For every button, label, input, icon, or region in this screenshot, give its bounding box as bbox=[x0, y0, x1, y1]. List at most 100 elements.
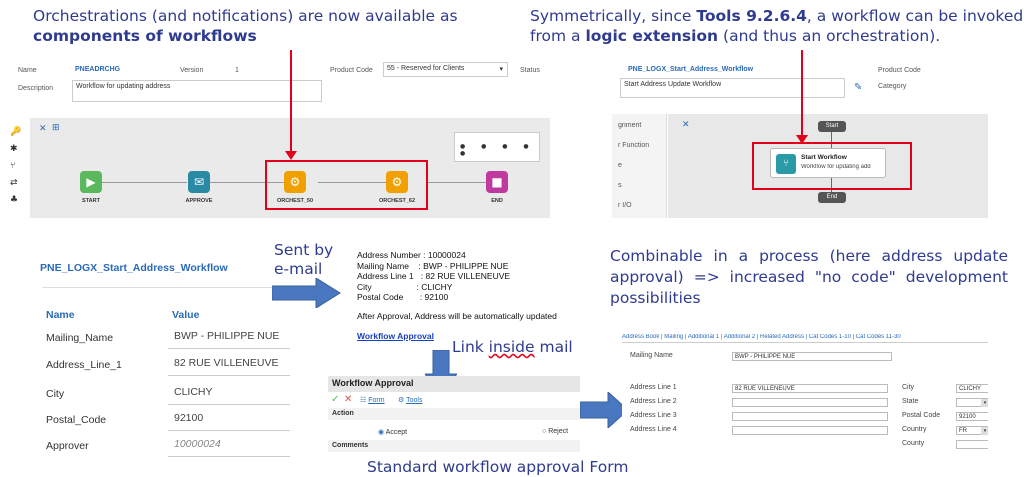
fit-icon[interactable]: ✕ bbox=[39, 124, 47, 134]
side-list-item[interactable]: gnment bbox=[618, 122, 642, 129]
side-list-item[interactable]: s bbox=[618, 182, 622, 189]
field-value: BWP - PHILIPPE NUE bbox=[735, 354, 796, 360]
end-pill[interactable]: End bbox=[818, 192, 846, 203]
text: , a workflow can be invoked bbox=[806, 7, 1024, 25]
description-label: Description bbox=[18, 85, 54, 92]
end-node[interactable]: ■ bbox=[486, 171, 508, 193]
connector bbox=[318, 182, 403, 183]
dropdown-icon[interactable]: ▾ bbox=[981, 427, 988, 435]
key-icon[interactable]: 🔑 bbox=[10, 127, 22, 137]
workflow-icon: ⑂ bbox=[776, 154, 796, 174]
text: mail bbox=[534, 338, 573, 356]
logic-canvas[interactable]: ✕ Start ⑂ Start Workflow Workflow for up… bbox=[668, 114, 988, 218]
close-icon[interactable]: ✕ bbox=[344, 394, 353, 405]
tools-menu-label: Tools bbox=[406, 397, 423, 404]
description-field[interactable]: Start Address Update Workflow bbox=[620, 78, 845, 98]
node-label: APPROVE bbox=[185, 198, 213, 204]
mailing-name-label: Mailing Name bbox=[630, 352, 673, 359]
side-list-item[interactable]: e bbox=[618, 162, 622, 169]
field-value: FR bbox=[959, 428, 967, 434]
node-label: START bbox=[82, 198, 100, 204]
check-icon[interactable]: ✓ bbox=[331, 394, 340, 405]
fit-icon[interactable]: ✕ bbox=[682, 120, 690, 130]
row-value[interactable]: BWP - PHILIPPE NUE bbox=[174, 330, 280, 342]
form-menu[interactable]: ☷ Form bbox=[360, 396, 385, 404]
play-icon: ▶ bbox=[86, 175, 96, 189]
start-pill[interactable]: Start bbox=[818, 121, 846, 132]
node-title: Start Workflow bbox=[801, 154, 847, 161]
form-menu-label: Form bbox=[368, 397, 385, 404]
divider bbox=[42, 287, 290, 288]
accept-radio[interactable]: ◉ Accept bbox=[378, 428, 407, 436]
row-value[interactable]: 10000024 bbox=[174, 438, 221, 450]
mailing-name-field[interactable]: BWP - PHILIPPE NUE bbox=[732, 352, 892, 361]
mail-line: Address Number : 10000024 bbox=[357, 250, 466, 260]
address-line-1-label: Address Line 1 bbox=[630, 384, 677, 391]
orchestration-node[interactable]: ⚙ bbox=[284, 171, 306, 193]
link-icon[interactable]: ⇄ bbox=[10, 178, 18, 188]
field-value: 92100 bbox=[959, 414, 976, 420]
orchestration-node[interactable]: ⚙ bbox=[386, 171, 408, 193]
description-value: Workflow for updating address bbox=[76, 83, 171, 90]
approve-node[interactable]: ✉ bbox=[188, 171, 210, 193]
city-field[interactable]: CLICHY bbox=[956, 384, 988, 393]
reject-radio[interactable]: ○ Reject bbox=[542, 428, 568, 435]
table-row: City CLICHY bbox=[42, 384, 292, 406]
side-list-item[interactable]: r I/O bbox=[618, 202, 632, 209]
chevron-down-icon: ▾ bbox=[499, 66, 503, 73]
product-code-label: Product Code bbox=[330, 67, 373, 74]
pencil-icon[interactable]: ✎ bbox=[854, 82, 863, 93]
comments-header: Comments bbox=[328, 440, 580, 452]
divider bbox=[168, 375, 290, 376]
state-field[interactable]: ▾ bbox=[956, 398, 988, 407]
start-workflow-node[interactable]: ⑂ Start Workflow Workflow for updating a… bbox=[770, 148, 886, 178]
node-label: ORCHEST_50 bbox=[276, 198, 314, 204]
text: Sent by bbox=[274, 241, 334, 259]
branch-icon[interactable]: ⑂ bbox=[10, 161, 16, 171]
text: Link bbox=[452, 338, 489, 356]
logic-extension-editor: PNE_LOGX_Start_Address_Workflow Product … bbox=[612, 58, 988, 218]
dropdown-icon[interactable]: ▾ bbox=[981, 399, 988, 407]
description-value: Start Address Update Workflow bbox=[624, 81, 722, 88]
workflow-approval-link[interactable]: Workflow Approval bbox=[357, 331, 434, 341]
red-arrow bbox=[285, 50, 297, 160]
product-code-select[interactable]: 55 - Reserved for Clients▾ bbox=[383, 62, 508, 77]
row-name: Mailing_Name bbox=[46, 332, 114, 344]
reject-label: Reject bbox=[548, 428, 569, 435]
text-bold: logic extension bbox=[585, 27, 719, 45]
divider bbox=[168, 430, 290, 431]
caption-sent-by-email: Sent by e-mail bbox=[274, 241, 333, 279]
address-form: Address Book | Mailing | Additional 1 | … bbox=[622, 334, 988, 456]
node-label: END bbox=[491, 198, 503, 204]
postal-code-label: Postal Code bbox=[902, 412, 941, 419]
row-value[interactable]: CLICHY bbox=[174, 386, 213, 398]
postal-code-field[interactable]: 92100 bbox=[956, 412, 988, 421]
county-field[interactable] bbox=[956, 440, 988, 449]
action-label: Action bbox=[332, 410, 354, 417]
grid-icon[interactable]: ⊞ bbox=[52, 123, 60, 133]
address-line-4-field[interactable] bbox=[732, 426, 888, 435]
country-field[interactable]: FR ▾ bbox=[956, 426, 988, 435]
action-header: Action bbox=[328, 408, 580, 420]
mail-line: City : CLICHY bbox=[357, 281, 453, 292]
tools-menu[interactable]: ⚙ Tools bbox=[398, 396, 422, 404]
text: Symmetrically, since bbox=[530, 7, 697, 25]
row-value[interactable]: 82 RUE VILLENEUVE bbox=[174, 357, 279, 369]
row-value[interactable]: 92100 bbox=[174, 412, 204, 424]
hierarchy-icon[interactable]: ♣ bbox=[10, 195, 19, 205]
form-tabs[interactable]: Address Book | Mailing | Additional 1 | … bbox=[622, 334, 988, 343]
caption-link-inside-mail: Link inside mail bbox=[452, 337, 573, 357]
start-node[interactable]: ▶ bbox=[80, 171, 102, 193]
country-label: Country bbox=[902, 426, 927, 433]
minimap[interactable]: ● ● ● ● ● bbox=[454, 132, 540, 162]
description-field[interactable]: Workflow for updating address bbox=[72, 80, 322, 102]
asterisk-icon[interactable]: ✱ bbox=[10, 144, 18, 154]
text: e-mail bbox=[274, 260, 323, 278]
side-list-item[interactable]: r Function bbox=[618, 142, 650, 149]
row-name: Approver bbox=[46, 440, 89, 452]
caption-standard-form: Standard workflow approval Form bbox=[367, 458, 629, 476]
address-line-1-field[interactable]: 82 RUE VILLENEUVE bbox=[732, 384, 888, 393]
connector bbox=[831, 178, 832, 192]
address-line-3-field[interactable] bbox=[732, 412, 888, 421]
address-line-2-field[interactable] bbox=[732, 398, 888, 407]
